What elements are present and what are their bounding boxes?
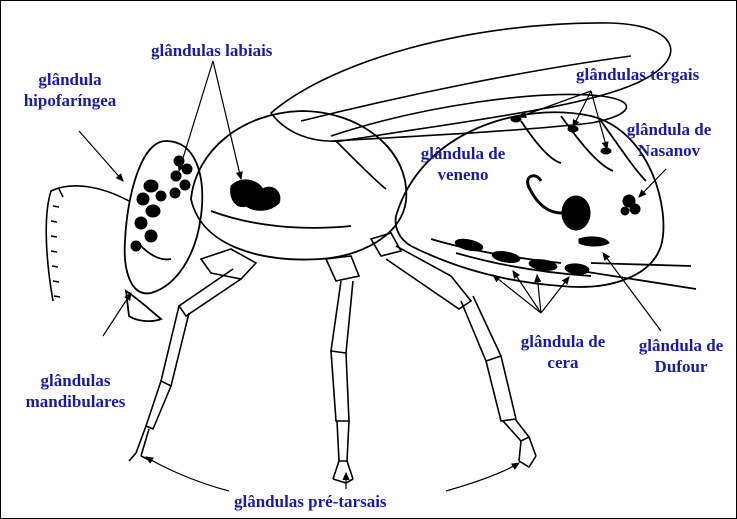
- label-line: glândula de: [508, 331, 618, 352]
- pointer-lines: [79, 61, 666, 491]
- label-glandulas-tergais: glândulas tergais: [576, 64, 699, 85]
- label-line: Dufour: [627, 356, 735, 377]
- label-line: glândulas: [13, 370, 138, 391]
- label-line: glândula de: [614, 119, 724, 140]
- label-glandulas-labiais: glândulas labiais: [151, 40, 272, 61]
- antenna: [46, 186, 129, 301]
- label-line: mandibulares: [13, 391, 138, 412]
- glands: [131, 116, 640, 275]
- label-glandula-hipofaringea: glândula hipofaríngea: [11, 69, 129, 111]
- label-glandula-dufour: glândula de Dufour: [627, 335, 735, 377]
- label-glandula-cera: glândula de cera: [508, 331, 618, 373]
- label-line: Nasanov: [614, 140, 724, 161]
- label-line: hipofaríngea: [11, 90, 129, 111]
- label-line: glândula: [11, 69, 129, 90]
- label-line: cera: [508, 352, 618, 373]
- label-line: glândula de: [408, 143, 518, 164]
- label-glandula-nasanov: glândula de Nasanov: [614, 119, 724, 161]
- label-glandula-veneno: glândula de veneno: [408, 143, 518, 185]
- label-glandulas-pre-tarsais: glândulas pré-tarsais: [234, 491, 387, 512]
- label-glandulas-mandibulares: glândulas mandibulares: [13, 370, 138, 412]
- label-line: glândula de: [627, 335, 735, 356]
- label-line: veneno: [408, 164, 518, 185]
